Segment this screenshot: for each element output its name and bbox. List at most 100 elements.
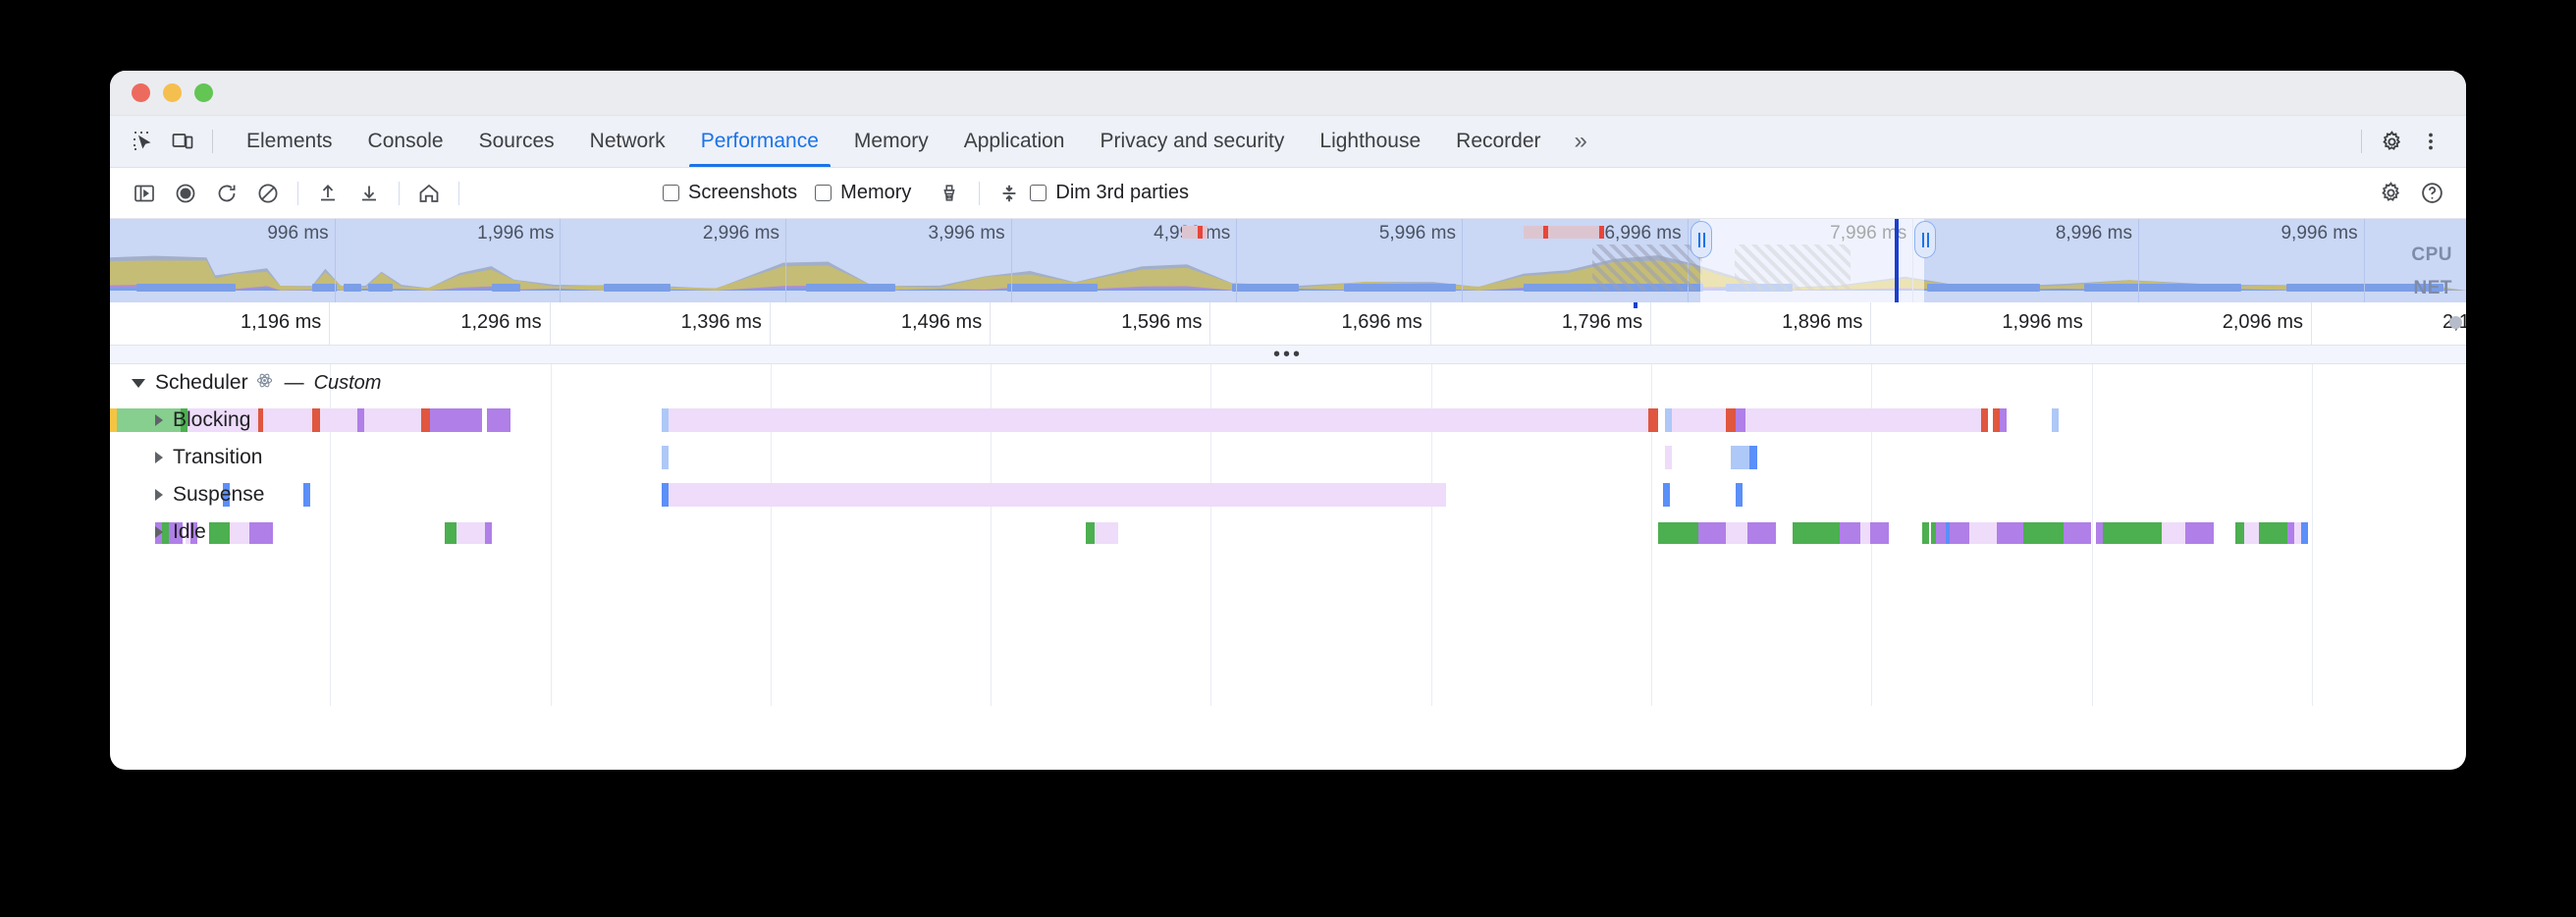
flame-segment[interactable] [430, 408, 440, 432]
gear-icon[interactable] [2372, 122, 2411, 161]
chevron-right-icon[interactable] [155, 489, 163, 501]
flame-segment[interactable] [223, 483, 231, 507]
flame-segment[interactable] [1792, 522, 1840, 544]
home-icon[interactable] [408, 175, 450, 212]
flame-segment[interactable] [208, 522, 231, 544]
flame-segment[interactable] [2103, 522, 2163, 544]
flame-segment[interactable] [319, 408, 357, 432]
overview-window-right-handle[interactable] [1914, 221, 1936, 258]
kebab-menu-icon[interactable] [2411, 122, 2450, 161]
flame-segment[interactable] [2063, 522, 2092, 544]
flame-segment[interactable] [188, 408, 259, 432]
flame-segment[interactable] [444, 522, 456, 544]
flame-segment[interactable] [494, 408, 510, 432]
chevron-right-icon[interactable] [155, 526, 163, 538]
maximize-window-button[interactable] [194, 83, 213, 102]
flame-segment[interactable] [1860, 522, 1870, 544]
flame-segment[interactable] [661, 446, 669, 469]
tab-memory[interactable]: Memory [836, 116, 946, 167]
flame-segment[interactable] [1657, 522, 1698, 544]
flame-segment[interactable] [2022, 522, 2064, 544]
flame-segment[interactable] [1945, 522, 1951, 544]
minimize-window-button[interactable] [163, 83, 182, 102]
track-row-suspense[interactable]: Suspense [110, 476, 404, 513]
flame-segment[interactable] [1726, 408, 1736, 432]
dim-3rd-parties-checkbox[interactable]: Dim 3rd parties [1030, 182, 1189, 204]
screenshots-checkbox[interactable]: Screenshots [663, 182, 797, 204]
flame-segment[interactable] [1997, 522, 2023, 544]
flame-segment[interactable] [185, 522, 190, 544]
chevron-down-icon[interactable] [132, 378, 145, 388]
flame-segment[interactable] [420, 408, 431, 432]
flame-segment[interactable] [1869, 522, 1889, 544]
flame-segment[interactable] [1921, 522, 1929, 544]
clear-prohibited-icon[interactable] [247, 175, 289, 212]
flame-segment[interactable] [1095, 522, 1119, 544]
flame-segment[interactable] [258, 408, 263, 432]
close-window-button[interactable] [132, 83, 150, 102]
tab-privacy-and-security[interactable]: Privacy and security [1082, 116, 1302, 167]
flame-segment[interactable] [169, 522, 184, 544]
panel-resize-handle[interactable]: ••• [110, 345, 2466, 364]
flame-segment[interactable] [181, 408, 188, 432]
flame-segment[interactable] [2185, 522, 2215, 544]
help-question-icon[interactable] [2411, 175, 2452, 212]
flame-segment[interactable] [1999, 408, 2007, 432]
flame-segment[interactable] [1665, 408, 1673, 432]
flame-segment[interactable] [110, 408, 118, 432]
flame-segment[interactable] [1968, 522, 1998, 544]
flame-lane-suspense[interactable] [110, 476, 2466, 513]
capture-settings-gear-icon[interactable] [2370, 175, 2411, 212]
flame-segment[interactable] [668, 408, 1649, 432]
flame-segment[interactable] [117, 408, 181, 432]
flame-segment[interactable] [161, 522, 169, 544]
flame-segment[interactable] [2234, 522, 2245, 544]
flame-segment[interactable] [661, 408, 669, 432]
flame-segment[interactable] [2244, 522, 2259, 544]
download-arrow-icon[interactable] [349, 175, 390, 212]
overview-window-left-handle[interactable] [1690, 221, 1712, 258]
flame-lane-idle[interactable] [110, 513, 2466, 551]
flame-segment[interactable] [1662, 483, 1670, 507]
flame-segment[interactable] [1731, 446, 1750, 469]
flame-segment[interactable] [230, 522, 249, 544]
flame-segment[interactable] [1648, 408, 1658, 432]
flame-lane-transition[interactable] [110, 439, 2466, 476]
flame-segment[interactable] [2051, 408, 2059, 432]
tab-performance[interactable]: Performance [683, 116, 836, 167]
flame-segment[interactable] [1726, 522, 1747, 544]
tab-recorder[interactable]: Recorder [1438, 116, 1558, 167]
flame-segment[interactable] [440, 408, 483, 432]
tab-application[interactable]: Application [946, 116, 1083, 167]
memory-checkbox[interactable]: Memory [815, 182, 911, 204]
flame-segment[interactable] [2301, 522, 2309, 544]
flame-segment[interactable] [1665, 446, 1673, 469]
flame-segment[interactable] [1085, 522, 1096, 544]
upload-arrow-icon[interactable] [307, 175, 349, 212]
flame-segment[interactable] [1992, 408, 2000, 432]
chevron-right-icon[interactable] [155, 452, 163, 463]
more-tabs-chevron-icon[interactable]: » [1559, 116, 1603, 167]
flame-segment[interactable] [1672, 408, 1727, 432]
flame-segment[interactable] [248, 522, 273, 544]
flame-segment[interactable] [484, 522, 492, 544]
flame-segment[interactable] [661, 483, 669, 507]
flame-segment[interactable] [487, 408, 495, 432]
flame-segment[interactable] [1931, 522, 1936, 544]
flame-segment[interactable] [364, 408, 421, 432]
flame-segment[interactable] [456, 522, 485, 544]
flame-segment[interactable] [1736, 408, 1745, 432]
flame-segment[interactable] [302, 483, 310, 507]
tab-sources[interactable]: Sources [461, 116, 572, 167]
flame-segment[interactable] [2258, 522, 2287, 544]
flame-segment[interactable] [2162, 522, 2186, 544]
flame-segment[interactable] [1950, 522, 1969, 544]
flame-segment[interactable] [2096, 522, 2104, 544]
track-row-blocking[interactable]: Blocking [110, 402, 404, 439]
inspect-element-icon[interactable] [124, 122, 163, 161]
device-toolbar-icon[interactable] [163, 122, 202, 161]
flame-segment[interactable] [1980, 408, 1988, 432]
flame-segment[interactable] [2286, 522, 2294, 544]
tab-console[interactable]: Console [350, 116, 461, 167]
